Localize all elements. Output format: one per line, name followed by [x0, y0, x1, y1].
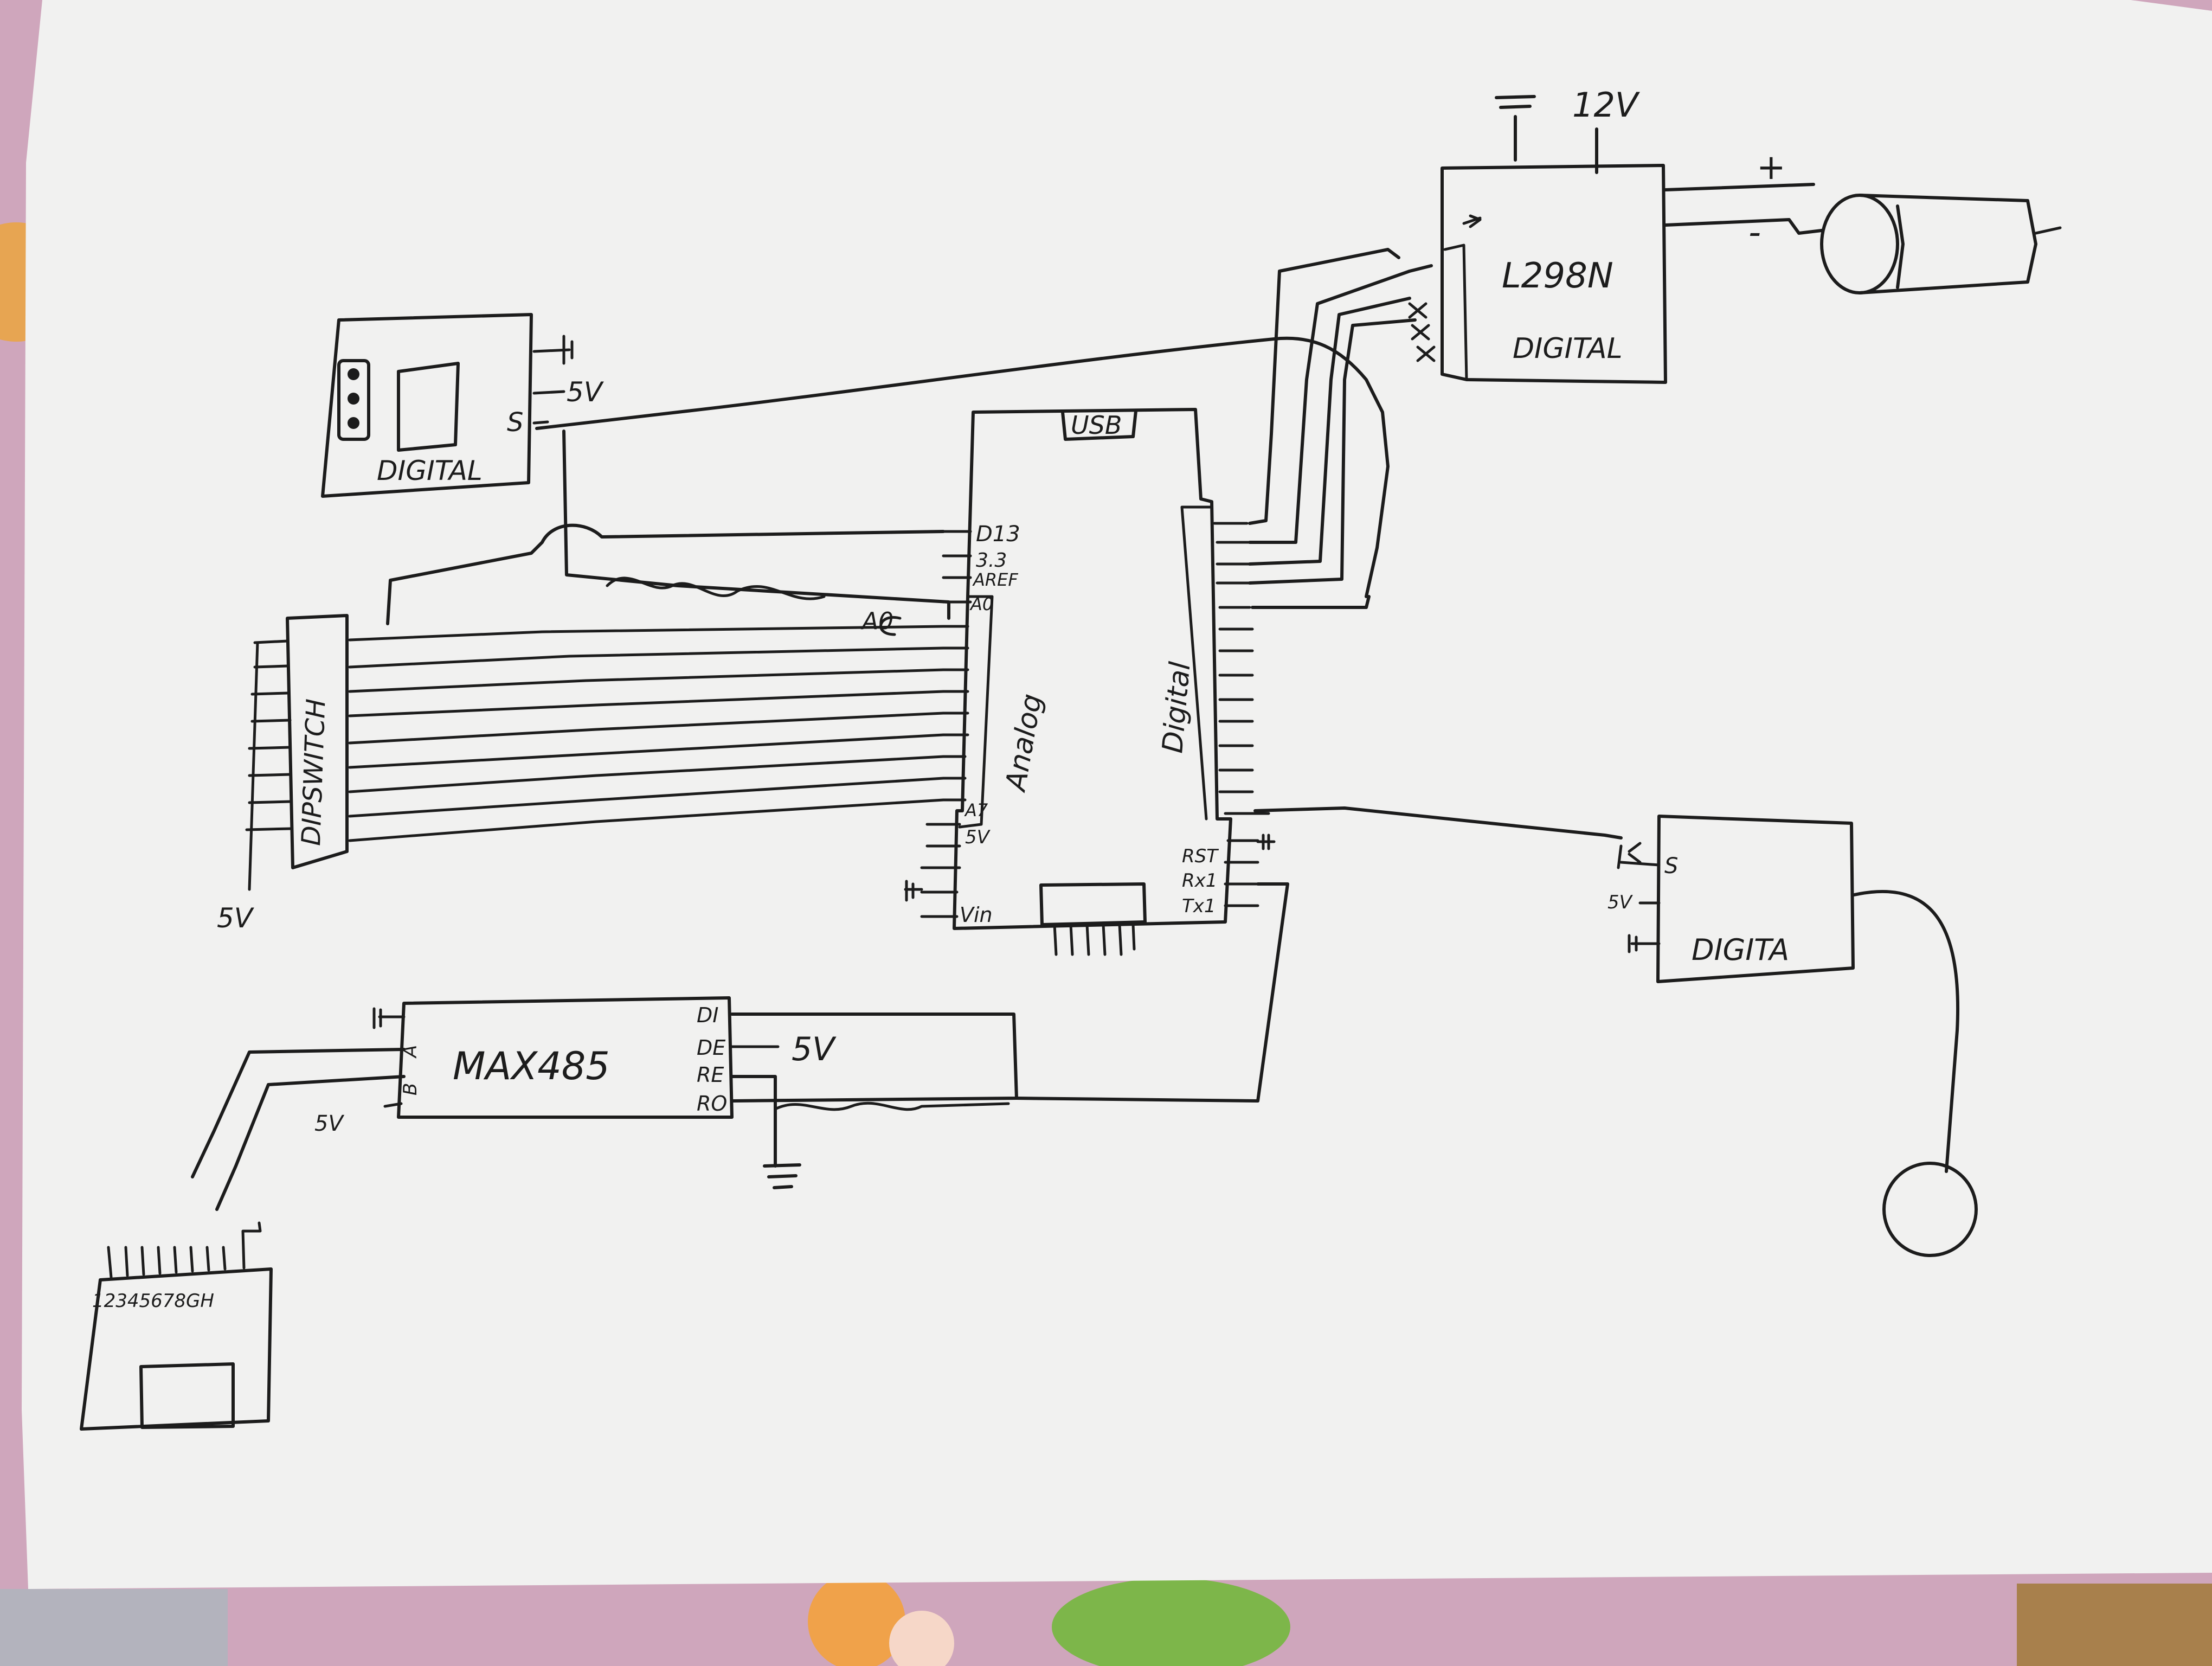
l298n-type-label: DIGITAL	[1513, 332, 1623, 365]
right-module-type: DIGITA	[1692, 933, 1789, 967]
right-module-5v: 5V	[1607, 892, 1634, 913]
max485-de-5v: 5V	[792, 1030, 837, 1068]
top-left-sensor-module: DIGITAL 5V S	[321, 313, 605, 498]
dipswitch-label: DIPSWITCH	[296, 699, 331, 847]
pin-a7-label: A7	[964, 800, 988, 821]
l298n-unused-pins-marks	[1408, 302, 1436, 362]
max485-ro: RO	[697, 1092, 727, 1116]
l298n-module: 12V L298N DIGITAL	[1408, 85, 1667, 384]
pin-tx1-label: Tx1	[1182, 895, 1216, 917]
paper-sheet	[22, 0, 2212, 1589]
pin-a0-label: A0	[969, 594, 993, 614]
connector-pins-label: 12345678GH	[92, 1290, 214, 1312]
pin-d13-label: D13	[976, 522, 1020, 547]
max485-module: MAX485 DI DE RE RO A B 5V 5V	[191, 996, 837, 1211]
pin-rx1-label: Rx1	[1182, 870, 1217, 892]
top-left-module-s: S	[507, 407, 523, 438]
l298n-name-label: L298N	[1502, 256, 1613, 296]
pin-vin-label: Vin	[960, 903, 993, 927]
pin-3v3-label: 3.3	[976, 549, 1007, 572]
digital-label: Digital	[1156, 660, 1197, 754]
max485-b: B	[400, 1083, 421, 1095]
motor-minus-label: -	[1748, 213, 1761, 253]
max485-re: RE	[697, 1063, 724, 1087]
right-module-s: S	[1664, 854, 1678, 879]
max485-a: A	[400, 1045, 421, 1059]
usb-label: USB	[1071, 411, 1122, 440]
connector-module: 12345678GH	[80, 1221, 273, 1431]
top-left-module-type: DIGITAL	[377, 455, 483, 486]
dipswitch: DIPSWITCH 5V	[217, 614, 349, 934]
top-left-module-5v: 5V	[567, 376, 605, 408]
pin-aref-label: AREF	[972, 569, 1018, 590]
a0-callout: A0	[860, 607, 893, 635]
right-sensor-module: DIGITA S 5V	[1607, 815, 1978, 1257]
wires: A0	[348, 248, 1623, 1111]
max485-left-5v: 5V	[314, 1111, 344, 1136]
motor-plus-label: +	[1757, 148, 1786, 188]
max485-de: DE	[697, 1036, 725, 1060]
max485-di: DI	[697, 1003, 718, 1027]
dipswitch-5v-label: 5V	[217, 902, 255, 934]
pin-5v-label: 5V	[965, 826, 991, 848]
dc-motor: + -	[1664, 148, 2062, 294]
l298n-supply-label: 12V	[1572, 85, 1641, 125]
max485-name: MAX485	[453, 1044, 610, 1088]
pin-rst-label: RST	[1182, 845, 1219, 867]
